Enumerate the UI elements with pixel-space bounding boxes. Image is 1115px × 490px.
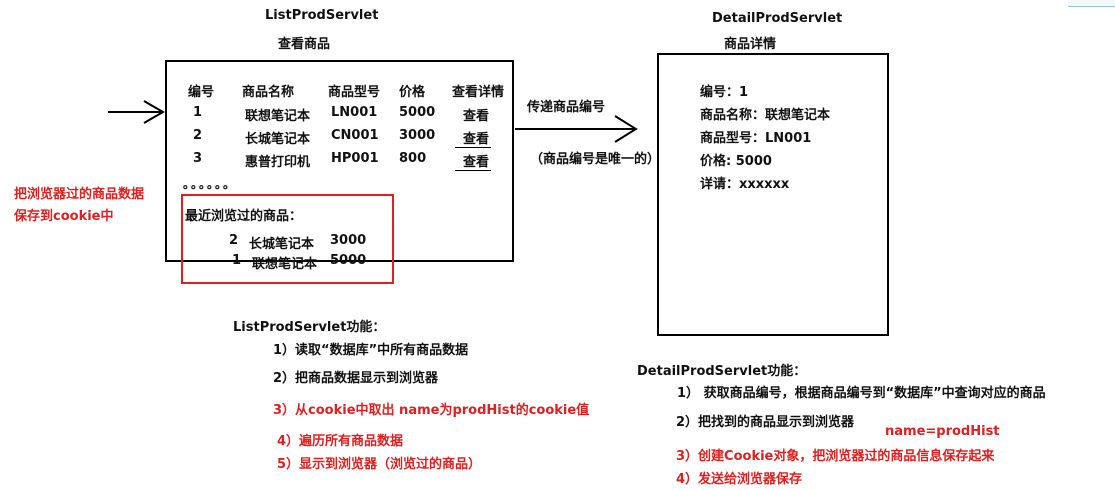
col-header-price: 价格 bbox=[399, 85, 426, 100]
col-header-model: 商品型号 bbox=[328, 85, 381, 100]
list-function-item: 3）从cookie中取出 name为prodHist的cookie值 bbox=[273, 403, 590, 418]
table-row-1-name: 联想笔记本 bbox=[245, 109, 311, 124]
recent-item-1-name: 长城笔记本 bbox=[249, 237, 315, 252]
left-entry-arrow bbox=[108, 100, 165, 124]
list-servlet-subtitle: 查看商品 bbox=[278, 37, 331, 52]
detail-price: 价格: 5000 bbox=[700, 154, 772, 169]
col-header-id: 编号 bbox=[188, 85, 215, 100]
table-row-2-name: 长城笔记本 bbox=[245, 132, 311, 147]
table-row-3-id: 3 bbox=[193, 151, 203, 166]
detail-servlet-subtitle: 商品详情 bbox=[724, 37, 777, 52]
table-row-1-price: 5000 bbox=[399, 105, 436, 120]
transfer-sublabel: （商品编号是唯一的） bbox=[530, 152, 661, 167]
recent-products-title: 最近浏览过的商品： bbox=[185, 209, 303, 224]
list-page-box bbox=[165, 60, 514, 262]
table-row-3-price: 800 bbox=[399, 151, 427, 166]
table-row-2-id: 2 bbox=[193, 128, 203, 143]
table-ellipsis: 。。。。。。 bbox=[183, 177, 238, 191]
col-header-detail: 查看详情 bbox=[452, 85, 505, 100]
table-row-1-model: LN001 bbox=[331, 105, 378, 120]
list-function-item: 5）显示到浏览器（浏览过的商品） bbox=[277, 457, 482, 472]
table-row-1-view-link[interactable]: 查看 bbox=[463, 109, 490, 124]
list-function-item: 1）读取“数据库”中所有商品数据 bbox=[273, 343, 469, 358]
table-row-1-id: 1 bbox=[193, 105, 203, 120]
recent-item-2-name: 联想笔记本 bbox=[252, 257, 318, 272]
list-functions-title: ListProdServlet功能： bbox=[233, 320, 386, 335]
cookie-note-line1: 把浏览器过的商品数据 bbox=[14, 187, 145, 202]
recent-item-2-price: 5000 bbox=[330, 253, 367, 268]
list-function-item: 4）遍历所有商品数据 bbox=[277, 434, 404, 449]
detail-page-box bbox=[657, 53, 889, 336]
col-header-name: 商品名称 bbox=[242, 85, 295, 100]
detail-function-item: 2）把找到的商品显示到浏览器 bbox=[676, 415, 855, 430]
table-row-2-view-link[interactable]: 查看 bbox=[455, 128, 492, 148]
detail-function-item: 3）创建Cookie对象，把浏览器过的商品信息保存起来 bbox=[676, 449, 995, 464]
list-servlet-title: ListProdServlet bbox=[265, 8, 379, 23]
list-function-item: 2）把商品数据显示到浏览器 bbox=[273, 371, 439, 386]
detail-description: 详请：xxxxxx bbox=[700, 177, 790, 192]
window-corner-decoration bbox=[1068, 0, 1115, 7]
recent-item-2-index: 1 bbox=[232, 253, 242, 268]
table-row-3-view-link[interactable]: 查看 bbox=[455, 151, 492, 171]
detail-function-item: 1） 获取商品编号，根据商品编号到“数据库”中查询对应的商品 bbox=[677, 386, 1046, 401]
recent-item-1-price: 3000 bbox=[330, 233, 367, 248]
transfer-arrow bbox=[515, 115, 638, 143]
table-row-3-name: 惠普打印机 bbox=[245, 155, 311, 170]
cookie-name-note: name=prodHist bbox=[885, 424, 1000, 439]
detail-function-item: 4）发送给浏览器保存 bbox=[676, 472, 803, 487]
table-row-2-price: 3000 bbox=[399, 128, 436, 143]
recent-item-1-index: 2 bbox=[229, 233, 239, 248]
recent-products-box bbox=[181, 194, 394, 284]
detail-model: 商品型号：LN001 bbox=[700, 131, 812, 146]
detail-servlet-title: DetailProdServlet bbox=[712, 11, 843, 26]
detail-id: 编号：1 bbox=[700, 85, 749, 100]
table-row-2-model: CN001 bbox=[331, 128, 379, 143]
table-row-3-model: HP001 bbox=[331, 151, 379, 166]
transfer-label: 传递商品编号 bbox=[527, 100, 606, 115]
detail-name: 商品名称：联想笔记本 bbox=[700, 108, 831, 123]
cookie-note-line2: 保存到cookie中 bbox=[14, 209, 114, 224]
detail-functions-title: DetailProdServlet功能： bbox=[637, 364, 807, 379]
